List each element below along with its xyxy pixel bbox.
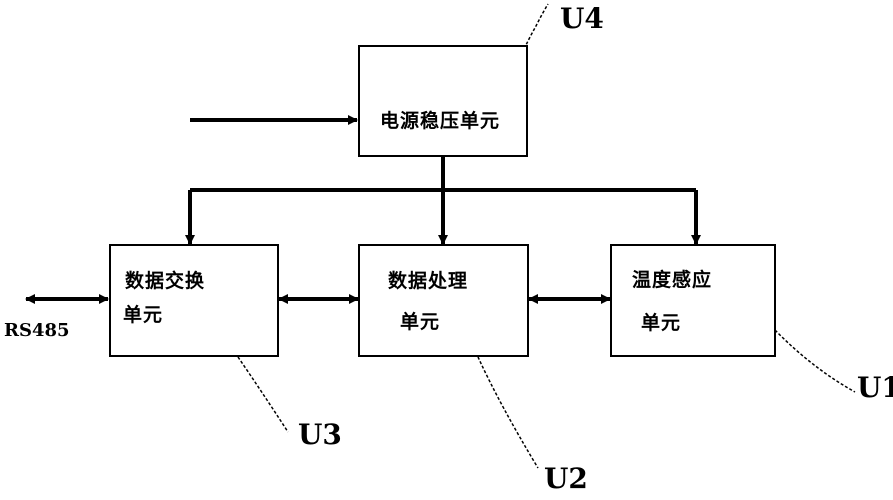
tag-u3: U3 [298,418,342,451]
temperature-sensing-label-line1: 温度感应 [632,269,713,291]
tag-u1: U1 [857,371,893,404]
u2-leader [477,356,539,469]
tag-u4: U4 [560,2,604,35]
data-processing-box [358,244,529,357]
data-exchange-label-line1: 数据交换 [125,270,206,292]
data-exchange-label-line2: 单元 [123,304,164,326]
power-regulator-label: 电源稳压单元 [380,110,501,132]
data-exchange-box [109,244,279,357]
temperature-sensing-box [610,244,776,357]
temperature-sensing-label-line2: 单元 [641,312,682,334]
rs485-label: RS485 [4,320,70,341]
u1-leader [774,329,856,393]
u3-leader [237,356,289,433]
power-regulator-box [358,45,528,157]
data-processing-label-line1: 数据处理 [388,270,469,292]
tag-u2: U2 [544,462,588,495]
data-processing-label-line2: 单元 [400,311,441,333]
